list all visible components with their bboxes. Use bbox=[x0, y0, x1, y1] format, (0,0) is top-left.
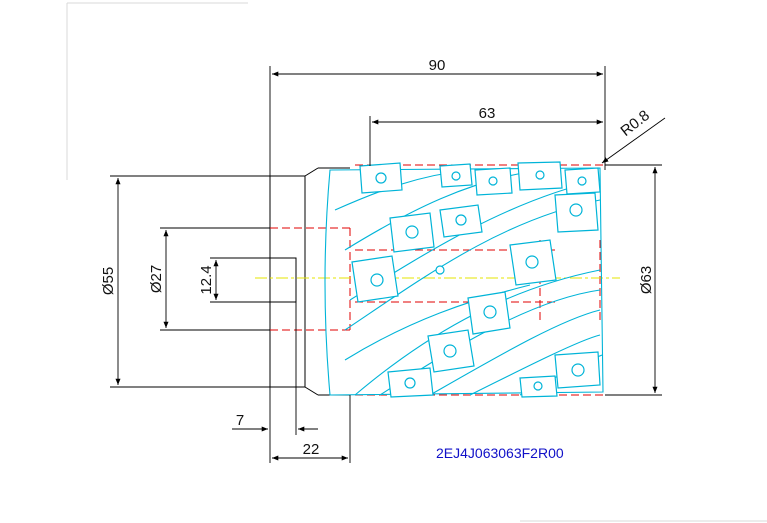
sheet-border bbox=[66, 2, 767, 522]
coolant-hole bbox=[435, 265, 445, 275]
insert bbox=[519, 375, 558, 398]
dimension-lines bbox=[110, 66, 666, 463]
dim-bore-diameter: Ø27 bbox=[148, 265, 165, 293]
dim-corner-radius: R0.8 bbox=[618, 107, 653, 140]
insert bbox=[517, 161, 563, 191]
insert bbox=[564, 167, 601, 195]
dim-cutter-diameter: Ø63 bbox=[638, 266, 655, 294]
cutting-inserts bbox=[351, 161, 601, 398]
dim-shank-diameter: Ø55 bbox=[100, 267, 117, 295]
insert bbox=[509, 239, 557, 286]
dim-keyway-width: 12.4 bbox=[198, 265, 215, 294]
dim-cutting-length: 63 bbox=[479, 105, 496, 122]
dim-keyway-depth: 7 bbox=[236, 412, 244, 429]
dim-overall-length: 90 bbox=[429, 57, 446, 74]
insert bbox=[467, 291, 511, 335]
insert bbox=[387, 367, 434, 398]
insert bbox=[554, 192, 599, 233]
insert bbox=[389, 212, 435, 253]
insert bbox=[439, 204, 483, 238]
insert bbox=[359, 162, 403, 194]
insert bbox=[554, 351, 601, 389]
insert bbox=[439, 163, 473, 188]
shank-outline bbox=[269, 167, 350, 396]
dim-shank-length: 22 bbox=[303, 441, 320, 458]
insert bbox=[474, 167, 513, 196]
insert bbox=[351, 255, 399, 303]
part-code: 2EJ4J063063F2R00 bbox=[436, 445, 564, 461]
insert bbox=[427, 329, 475, 373]
